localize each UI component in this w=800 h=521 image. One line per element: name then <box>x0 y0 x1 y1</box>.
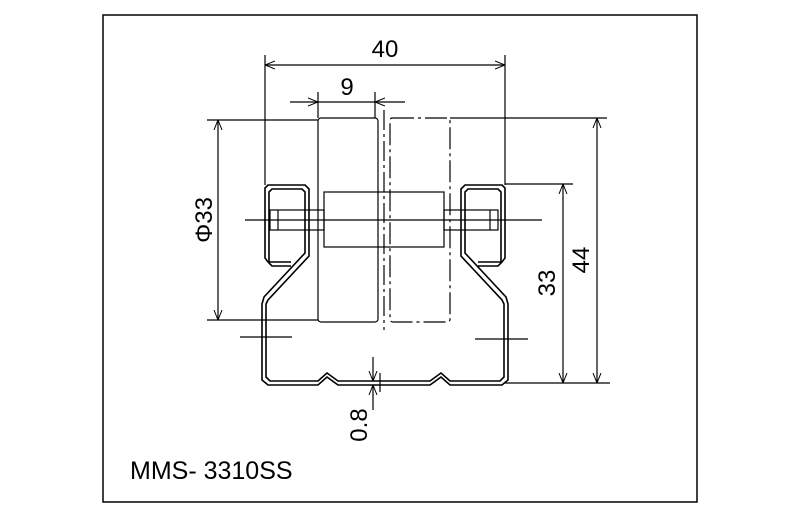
frame-profile <box>240 184 528 386</box>
shaft <box>245 110 542 330</box>
dimension-9-label: 9 <box>340 74 353 101</box>
dimension-diameter-33: Φ33 <box>191 119 318 321</box>
dimension-40: 40 <box>264 36 506 185</box>
dimension-0-8: 0.8 <box>346 357 381 442</box>
dimension-thickness-label: 0.8 <box>346 408 373 441</box>
drawing-frame <box>102 14 698 503</box>
dimension-44-label: 44 <box>568 247 595 274</box>
dimension-44: 44 <box>450 117 607 383</box>
dimension-9: 9 <box>290 74 405 118</box>
model-label: MMS- 3310SS <box>130 457 293 485</box>
dimension-40-label: 40 <box>372 36 399 63</box>
dimension-33: 33 <box>505 183 610 384</box>
dimension-33-label: 33 <box>534 270 561 297</box>
dimension-diameter-label: Φ33 <box>191 197 218 243</box>
